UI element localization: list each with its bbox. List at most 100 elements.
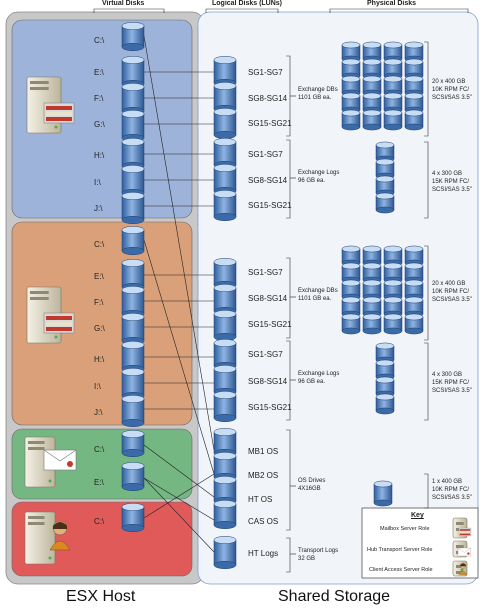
disk-bottom: [121, 449, 145, 457]
os-lun-label: HT OS: [248, 495, 273, 504]
g2-lun-label: SG15-SG21: [248, 320, 292, 329]
disk-top: [341, 109, 361, 117]
disk-top: [383, 313, 403, 321]
os-lun-label: HT Logs: [248, 549, 279, 558]
envelope-seal: [67, 461, 73, 467]
disk-top: [121, 313, 145, 321]
virtual-disks-header: Virtual Disks: [102, 0, 145, 7]
disk-bottom: [362, 327, 382, 335]
vm1-drive-e: E:\: [94, 68, 104, 77]
disk-top: [121, 83, 145, 91]
disk-top: [375, 158, 395, 166]
g1-phys-log-3: SCSI/SAS 3.5": [432, 187, 472, 193]
disk-top: [121, 165, 145, 173]
lun-bracket: [286, 537, 291, 573]
virtual-disk: [121, 110, 145, 142]
disk-top: [404, 262, 424, 270]
envelope: [46, 106, 72, 110]
disk-top: [383, 296, 403, 304]
physical-disk: [341, 109, 361, 131]
physical-disk: [362, 41, 382, 63]
disk-top: [383, 279, 403, 287]
key-item-client-access: Client Access Server Role: [369, 567, 433, 573]
disk-top: [341, 41, 361, 49]
server-bay: [30, 81, 49, 84]
disk-top: [121, 341, 145, 349]
logical-disks-header: Logical Disks (LUNs): [212, 0, 283, 7]
disk-bottom: [213, 521, 237, 529]
disk-top: [375, 359, 395, 367]
envelope-flap: [457, 547, 471, 553]
client-access-server-icon: [24, 511, 56, 565]
g1-log-note-2: 96 GB ea.: [298, 178, 326, 184]
disk-top: [341, 296, 361, 304]
disk-top: [213, 476, 237, 484]
server-bay: [30, 291, 49, 294]
disk-top: [213, 190, 237, 198]
disk-top: [341, 313, 361, 321]
server-bay: [28, 522, 45, 525]
envelope-icon: [43, 449, 77, 471]
g1-phys-db-2: 10K RPM FC/: [432, 87, 470, 93]
server-bay: [30, 87, 49, 90]
virtual-disk: [121, 462, 145, 491]
disk-top: [213, 284, 237, 292]
person-body: [458, 570, 468, 575]
physical-disk: [375, 192, 395, 214]
lun-bracket: [286, 139, 291, 219]
lun-disk: [213, 82, 237, 113]
vm3-drive-c: C:\: [94, 445, 105, 454]
vm2-drive-i: I:\: [94, 382, 101, 391]
physical-disk: [383, 313, 403, 335]
os-phys-3: SCSI/SAS 3.5": [432, 495, 472, 501]
key-title: Key: [411, 512, 424, 519]
disk-top: [121, 110, 145, 118]
os-lun-label: CAS OS: [248, 517, 279, 526]
person-body: [49, 540, 71, 551]
g2-phys-db-2: 10K RPM FC/: [432, 289, 470, 295]
server-bay: [28, 441, 45, 444]
server-led: [54, 125, 58, 129]
disk-top: [213, 56, 237, 64]
disk-bottom: [121, 419, 145, 427]
disk-top: [341, 58, 361, 66]
disk-bottom: [121, 216, 145, 224]
disk-bottom: [362, 123, 382, 131]
disk-top: [362, 313, 382, 321]
disk-top: [213, 339, 237, 347]
server-case: [24, 511, 56, 565]
disk-top: [383, 58, 403, 66]
server-bay: [456, 571, 464, 574]
transport-note-2: 32 GB: [298, 556, 316, 562]
disk-top: [383, 75, 403, 83]
disk-top: [121, 286, 145, 294]
disk-top: [121, 430, 145, 438]
disk-bottom: [121, 524, 145, 532]
g1-lun-label: SG15-SG21: [248, 119, 292, 128]
user-icon: [458, 562, 468, 575]
envelope: [459, 531, 471, 534]
physical-disk: [362, 109, 382, 131]
vm4-drive-c: C:\: [94, 517, 105, 526]
disk-top: [121, 192, 145, 200]
disk-top: [404, 245, 424, 253]
physical-disk: [383, 92, 403, 114]
lun-disk: [213, 190, 237, 221]
server-bay: [28, 447, 45, 450]
g1-phys-db-1: 20 x 400 GB: [432, 79, 466, 85]
phys-bracket: [424, 41, 429, 137]
disk-bottom: [373, 499, 393, 507]
disk-top: [213, 500, 237, 508]
envelope: [46, 117, 72, 121]
disk-top: [375, 141, 395, 149]
disk-top: [404, 313, 424, 321]
g1-phys-log-1: 4 x 300 GB: [432, 171, 463, 177]
disk-top: [213, 82, 237, 90]
disk-top: [383, 245, 403, 253]
envelope-seal: [467, 552, 470, 555]
key-item-hub-transport: Hub Transport Server Role: [367, 547, 433, 553]
shared-storage-title: Shared Storage: [278, 588, 391, 605]
envelope-body: [457, 547, 471, 557]
logical-disks-bracket: [205, 8, 279, 13]
vm1-drive-c: C:\: [94, 36, 105, 45]
